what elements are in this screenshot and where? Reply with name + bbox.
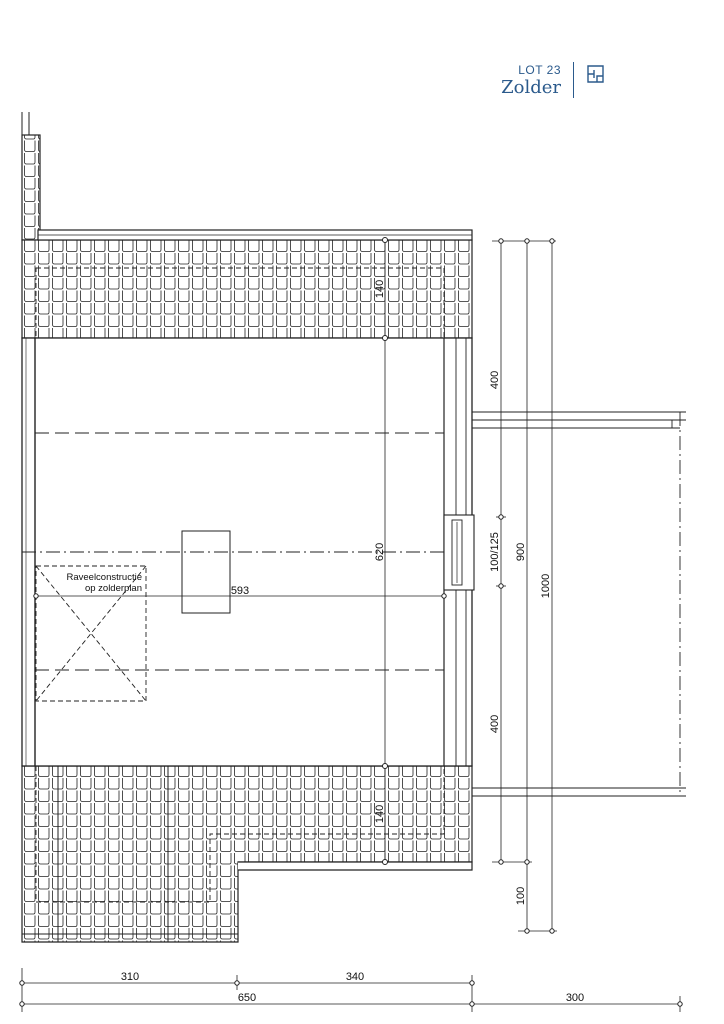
dim-310: 310 [121, 971, 139, 983]
dim-593: 593 [231, 585, 249, 597]
dim-650: 650 [238, 992, 256, 1004]
floorplan-icon [587, 65, 604, 83]
trimmer-label-line2: op zolderplan [85, 583, 142, 594]
dim-400-lower: 400 [489, 715, 501, 733]
adjacent-building [472, 411, 686, 797]
dim-100: 100 [515, 887, 527, 905]
floor-title: Zolder [501, 77, 561, 98]
dim-1000: 1000 [540, 574, 552, 598]
bottom-dimensions: 310 340 650 300 [19, 968, 683, 1012]
dim-top-140: 140 [374, 280, 386, 298]
dim-900: 900 [515, 543, 527, 561]
trimmer-opening: Raveelconstructie op zolderplan [35, 565, 147, 702]
dim-340: 340 [346, 971, 364, 983]
header-separator [573, 62, 574, 98]
attic-floor [21, 337, 475, 767]
dim-bottom-140: 140 [374, 805, 386, 823]
chimney [21, 112, 41, 241]
lot-label: LOT 23 [518, 63, 561, 77]
interior-dimensions: 140 620 140 593 [33, 237, 447, 865]
header: LOT 23 Zolder [464, 62, 664, 102]
right-dimensions: 400 100/125 400 900 100 1000 [489, 238, 557, 934]
roof-tiles-bottom [21, 765, 473, 943]
dim-620: 620 [374, 543, 386, 561]
dim-300: 300 [566, 992, 584, 1004]
roof-tiles-top [21, 229, 473, 339]
dim-window: 100/125 [489, 532, 501, 572]
dim-400-upper: 400 [489, 371, 501, 389]
trimmer-label-line1: Raveelconstructie [66, 572, 142, 583]
